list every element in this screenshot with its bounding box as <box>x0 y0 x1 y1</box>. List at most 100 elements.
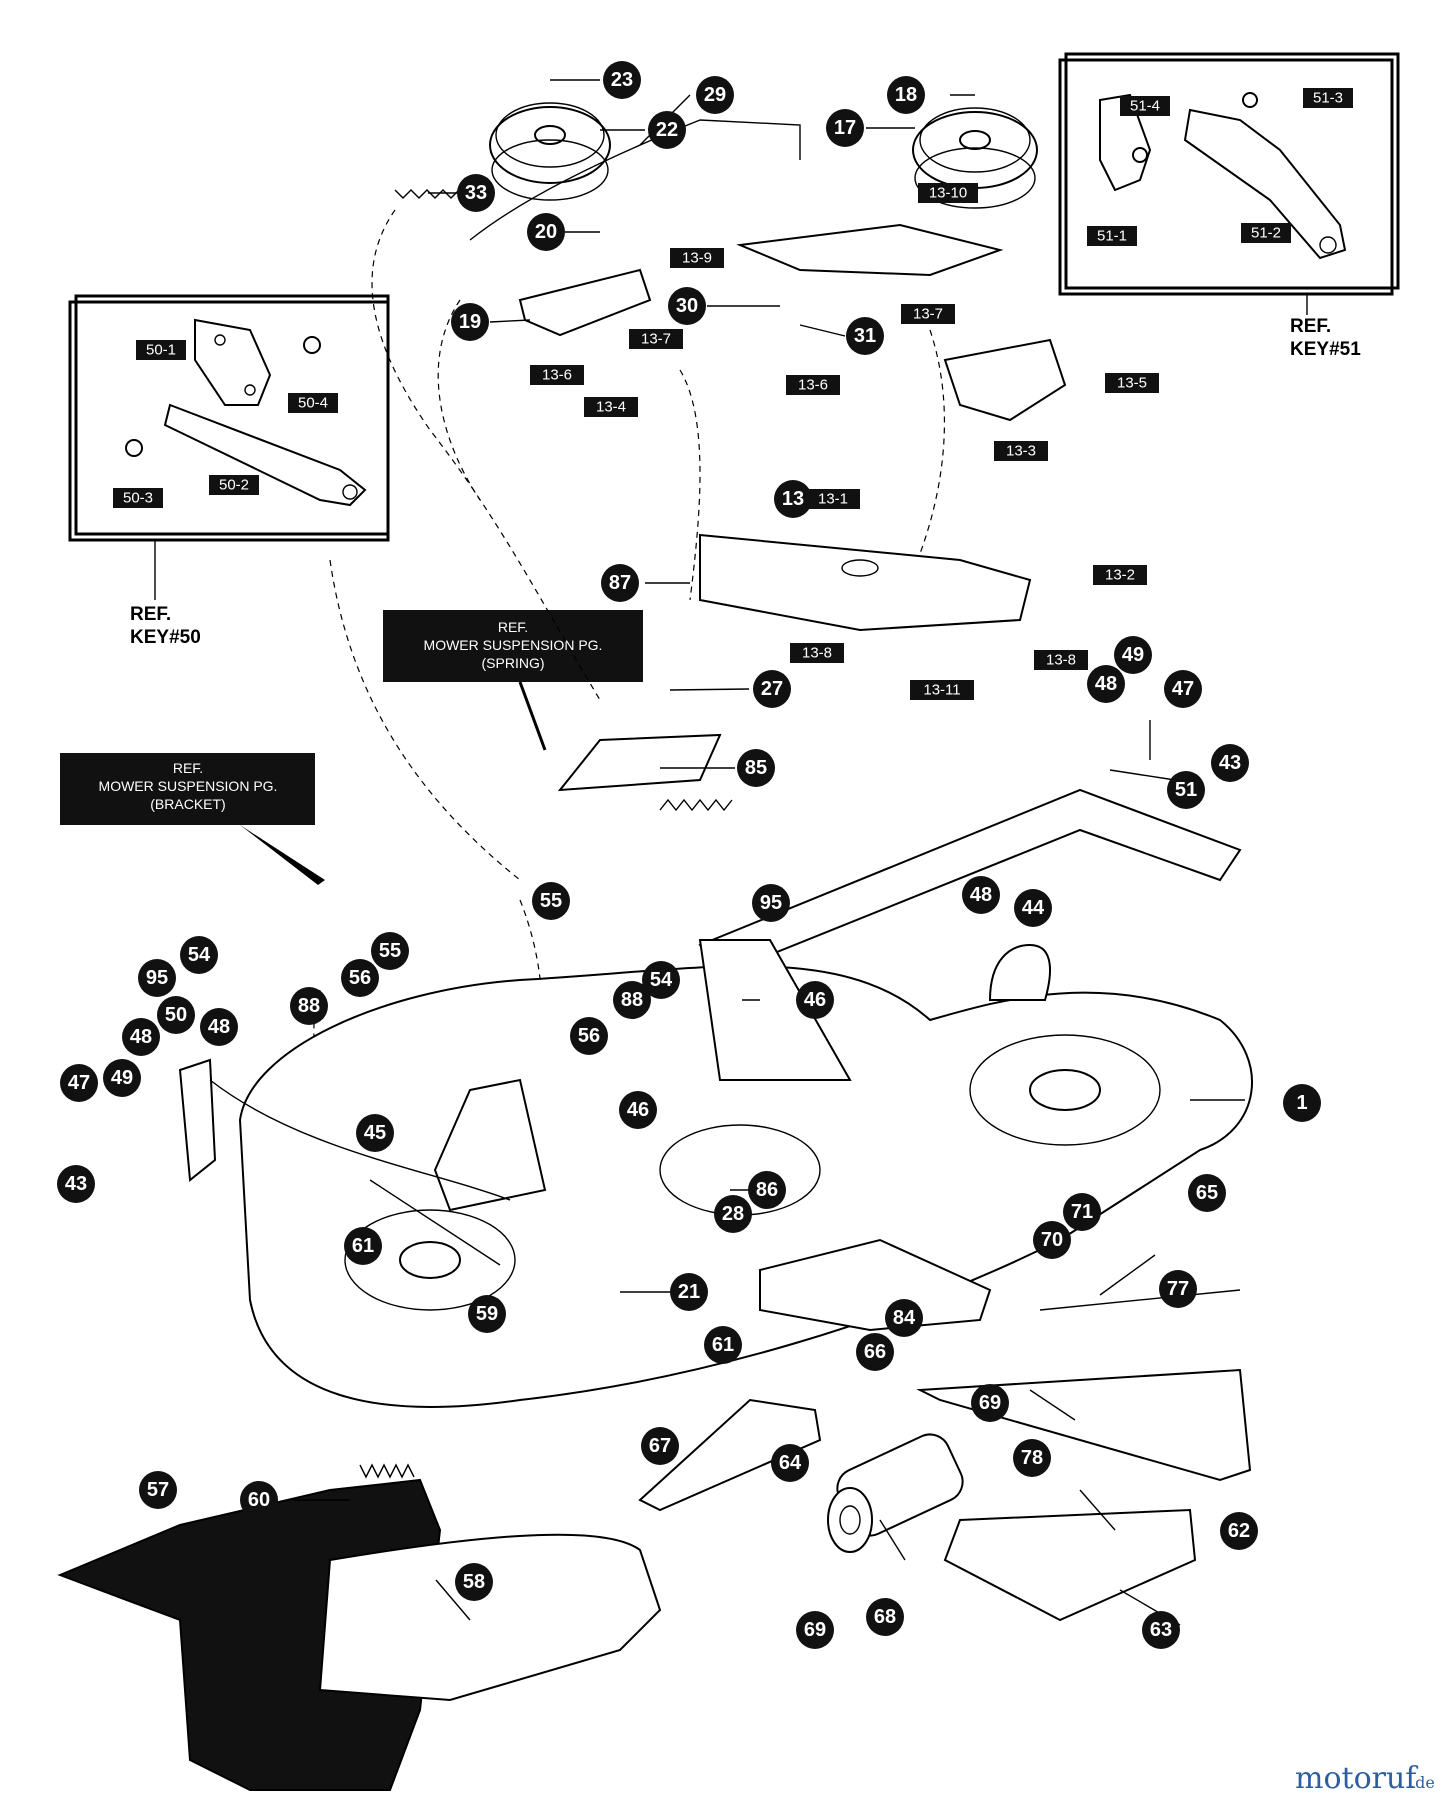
svg-text:47: 47 <box>68 1072 90 1094</box>
svg-text:13-1: 13-1 <box>818 491 848 508</box>
callout-51-2: 51-2 <box>1241 223 1291 243</box>
svg-text:13-7: 13-7 <box>913 306 943 323</box>
callout-13-9: 13-9 <box>670 248 724 268</box>
callouts-circle: 23 22 29 18 17 33 20 19 30 31 87 27 85 4… <box>57 61 1321 1649</box>
svg-text:13-2: 13-2 <box>1105 567 1135 584</box>
callout-13: 13 <box>774 480 812 518</box>
callout-43-a: 43 <box>1211 744 1249 782</box>
callout-13-1: 13-1 <box>806 489 860 509</box>
svg-text:63: 63 <box>1150 1619 1172 1641</box>
svg-text:51-3: 51-3 <box>1313 90 1343 107</box>
svg-text:13-7: 13-7 <box>641 331 671 348</box>
callouts-box: 13-10 13-9 13-7 13-7 13-6 13-6 13-4 13-5… <box>113 88 1353 700</box>
callout-55-b: 55 <box>371 932 409 970</box>
svg-text:88: 88 <box>298 995 320 1017</box>
banner-spring-line2: MOWER SUSPENSION PG. <box>424 637 603 653</box>
callout-13-6-b: 13-6 <box>786 375 840 395</box>
callout-22: 22 <box>648 111 686 149</box>
callout-29: 29 <box>696 76 734 114</box>
svg-text:48: 48 <box>130 1026 152 1048</box>
svg-text:13-5: 13-5 <box>1117 375 1147 392</box>
svg-text:50-2: 50-2 <box>219 477 249 494</box>
callout-50: 50 <box>157 996 195 1034</box>
ref-key50-line2: KEY#50 <box>130 627 201 648</box>
callout-18: 18 <box>887 76 925 114</box>
callout-19: 19 <box>451 303 489 341</box>
svg-text:46: 46 <box>627 1099 649 1121</box>
callout-95-a: 95 <box>752 884 790 922</box>
callout-84: 84 <box>885 1299 923 1337</box>
chute-deflector-58 <box>318 1533 662 1702</box>
callout-95-b: 95 <box>138 959 176 997</box>
left-long-rod <box>209 1079 511 1201</box>
callout-33: 33 <box>457 174 495 212</box>
svg-text:22: 22 <box>656 119 678 141</box>
svg-text:30: 30 <box>676 295 698 317</box>
svg-text:95: 95 <box>760 892 782 914</box>
svg-text:60: 60 <box>248 1489 270 1511</box>
callout-51-3: 51-3 <box>1303 88 1353 108</box>
idler-bracket-right <box>736 223 1004 277</box>
svg-text:44: 44 <box>1022 897 1045 919</box>
svg-text:77: 77 <box>1167 1278 1189 1300</box>
watermark-main: motoruf <box>1295 1761 1418 1796</box>
callout-30: 30 <box>668 287 706 325</box>
banner-bracket: REF. MOWER SUSPENSION PG. (BRACKET) <box>60 753 325 885</box>
callout-49-a: 49 <box>1114 636 1152 674</box>
banner-bracket-line3: (BRACKET) <box>150 796 225 812</box>
callout-88-a: 88 <box>290 987 328 1025</box>
callout-71: 71 <box>1063 1193 1101 1231</box>
svg-text:17: 17 <box>834 117 856 139</box>
svg-text:48: 48 <box>1095 673 1117 695</box>
svg-text:50-3: 50-3 <box>123 490 153 507</box>
svg-text:13-11: 13-11 <box>923 682 960 699</box>
callout-58: 58 <box>455 1563 493 1601</box>
callout-61-a: 61 <box>344 1227 382 1265</box>
svg-text:56: 56 <box>578 1025 600 1047</box>
ref-key51-line1: REF. <box>1290 316 1331 337</box>
svg-text:56: 56 <box>349 967 371 989</box>
svg-text:55: 55 <box>540 890 562 912</box>
pulley-left <box>489 102 611 201</box>
inset-key-50: REF. KEY#50 <box>68 294 390 648</box>
bracket-85 <box>557 733 722 792</box>
callout-70: 70 <box>1033 1221 1071 1259</box>
svg-text:1: 1 <box>1296 1092 1307 1114</box>
callout-47-b: 47 <box>60 1064 98 1102</box>
svg-text:68: 68 <box>874 1606 896 1628</box>
svg-text:51-4: 51-4 <box>1130 98 1160 115</box>
svg-text:19: 19 <box>459 311 481 333</box>
callout-88-b: 88 <box>613 981 651 1019</box>
svg-text:13: 13 <box>782 488 804 510</box>
callout-13-7-b: 13-7 <box>629 329 683 349</box>
callout-77: 77 <box>1159 1270 1197 1308</box>
svg-text:18: 18 <box>895 84 917 106</box>
callout-13-4: 13-4 <box>584 397 638 417</box>
svg-text:51: 51 <box>1175 779 1197 801</box>
callout-63: 63 <box>1142 1611 1180 1649</box>
svg-text:48: 48 <box>970 884 992 906</box>
svg-text:69: 69 <box>804 1619 826 1641</box>
svg-text:57: 57 <box>147 1479 169 1501</box>
svg-text:33: 33 <box>465 182 487 204</box>
callout-60: 60 <box>240 1481 278 1519</box>
left-lift-arm <box>178 1058 217 1182</box>
callout-48-a: 48 <box>1087 665 1125 703</box>
callout-43-b: 43 <box>57 1165 95 1203</box>
callout-51-4: 51-4 <box>1120 96 1170 116</box>
callout-46-b: 46 <box>619 1091 657 1129</box>
lift-bracket-left <box>433 1078 547 1212</box>
svg-text:21: 21 <box>678 1281 700 1303</box>
center-bracket-84 <box>759 1238 992 1332</box>
svg-text:70: 70 <box>1041 1229 1063 1251</box>
svg-text:43: 43 <box>1219 752 1241 774</box>
svg-text:65: 65 <box>1196 1182 1218 1204</box>
callout-56-b: 56 <box>570 1017 608 1055</box>
callout-57: 57 <box>139 1471 177 1509</box>
svg-text:61: 61 <box>712 1334 734 1356</box>
arm-13-5 <box>943 338 1067 422</box>
svg-text:71: 71 <box>1071 1201 1093 1223</box>
svg-text:61: 61 <box>352 1235 374 1257</box>
svg-text:13-4: 13-4 <box>596 399 626 416</box>
svg-text:45: 45 <box>364 1122 386 1144</box>
